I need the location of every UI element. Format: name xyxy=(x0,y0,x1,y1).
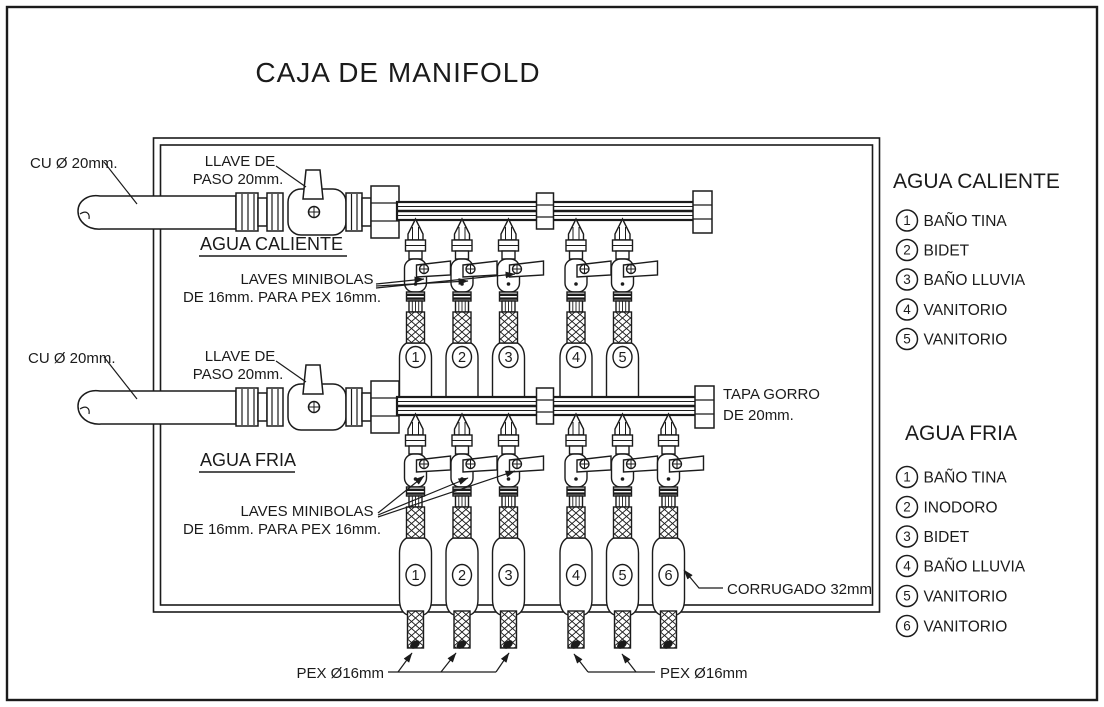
hot-minivalve-label-line1: LAVES MINIBOLAS xyxy=(240,271,373,288)
hot-annotations: CU Ø 20mm. LLAVE DE PASO 20mm. AGUA CALI… xyxy=(30,153,516,306)
sheet-border xyxy=(5,5,1099,702)
legend-item: 5 VANITORIO xyxy=(895,584,1008,608)
legend-item-label: BAÑO LLUVIA xyxy=(924,272,1026,289)
hot-header-label: AGUA CALIENTE xyxy=(200,234,343,254)
legend-item: 3 BIDET xyxy=(895,525,970,548)
cap-label-line2: DE 20mm. xyxy=(723,407,794,424)
hot-outlet-number: 1 xyxy=(411,350,419,366)
legend-hot-heading: AGUA CALIENTE xyxy=(893,170,1060,193)
cold-supply-pipe-label: CU Ø 20mm. xyxy=(28,350,116,367)
hot-minivalve-label-line2: DE 16mm. PARA PEX 16mm. xyxy=(183,289,381,306)
hot-manifold: 1 2 3 4 5 xyxy=(77,169,713,398)
legend-item-number: 1 xyxy=(903,213,911,228)
hot-outlet-4: 4 xyxy=(559,218,612,398)
pex-annotations: PEX Ø16mm PEX Ø16mm xyxy=(296,652,748,682)
legend-item-label: BAÑO TINA xyxy=(924,213,1008,230)
hot-outlet-number: 5 xyxy=(618,350,626,366)
cold-minivalve-label-line2: DE 16mm. PARA PEX 16mm. xyxy=(183,521,381,538)
legend-item-number: 3 xyxy=(903,272,911,287)
cold-header-label: AGUA FRIA xyxy=(200,450,296,470)
hot-outlet-5: 5 xyxy=(605,218,659,398)
legend-item-label: BAÑO TINA xyxy=(924,470,1008,487)
cold-shutoff-label-line2: PASO 20mm. xyxy=(193,366,284,383)
legend-item: 5 VANITORIO xyxy=(895,327,1008,351)
cold-outlet-number: 5 xyxy=(618,568,626,584)
legend-item-label: VANITORIO xyxy=(924,302,1008,319)
hot-bar-end-cap xyxy=(692,190,713,234)
cold-minivalve-leaders xyxy=(377,470,516,518)
hot-outlet-number: 3 xyxy=(504,350,512,366)
legend-item-number: 2 xyxy=(903,500,911,515)
legend-hot: AGUA CALIENTE 1 BAÑO TINA 2 BIDET 3 BAÑO… xyxy=(893,170,1060,351)
legend-item-label: BIDET xyxy=(924,529,970,546)
legend-item-number: 4 xyxy=(903,559,911,574)
cold-outlet-number: 3 xyxy=(504,568,512,584)
legend-item-number: 3 xyxy=(903,529,911,544)
legend-item: 4 BAÑO LLUVIA xyxy=(895,554,1026,578)
cold-outlet-1: 1 xyxy=(398,413,452,652)
legend-item-label: VANITORIO xyxy=(924,332,1008,349)
legend-item-label: VANITORIO xyxy=(924,589,1008,606)
hot-supply-pipe-label: CU Ø 20mm. xyxy=(30,155,118,172)
cold-outlet-5: 5 xyxy=(605,413,659,652)
legend-cold: AGUA FRIA 1 BAÑO TINA 2 INODORO 3 BIDET … xyxy=(895,422,1026,638)
corrugated-label: CORRUGADO 32mm xyxy=(727,581,872,598)
cold-outlet-6: 6 xyxy=(651,413,705,652)
cold-outlet-2: 2 xyxy=(445,413,498,652)
hot-outlet-number: 4 xyxy=(572,350,580,366)
cold-manifold: 1 2 3 4 5 6 xyxy=(77,364,715,652)
cold-outlet-3: 3 xyxy=(491,413,545,652)
cold-bar-end-cap xyxy=(694,385,715,429)
legend-item: 6 VANITORIO xyxy=(895,614,1008,638)
legend-item: 2 INODORO xyxy=(895,495,998,519)
cold-shutoff-label-line1: LLAVE DE xyxy=(205,348,276,365)
hot-shutoff-label-line2: PASO 20mm. xyxy=(193,171,284,188)
hot-outlet-3: 3 xyxy=(491,218,545,398)
legend-item: 1 BAÑO TINA xyxy=(895,465,1008,489)
legend-item-number: 5 xyxy=(903,589,911,604)
pex-label-right: PEX Ø16mm xyxy=(660,665,748,682)
legend-item: 3 BAÑO LLUVIA xyxy=(895,268,1026,291)
hot-outlet-number: 2 xyxy=(458,350,466,366)
cold-outlet-number: 2 xyxy=(458,568,466,584)
legend-item: 2 BIDET xyxy=(895,238,970,262)
legend-item-label: BAÑO LLUVIA xyxy=(924,559,1026,576)
hot-outlet-1: 1 xyxy=(398,218,452,398)
hot-outlet-2: 2 xyxy=(445,218,498,398)
legend-item: 4 VANITORIO xyxy=(895,298,1008,321)
cold-outlet-number: 1 xyxy=(411,568,419,584)
legend-item-number: 4 xyxy=(903,302,911,317)
cap-label-line1: TAPA GORRO xyxy=(723,386,820,403)
legend-cold-heading: AGUA FRIA xyxy=(905,422,1017,445)
legend-item-label: INODORO xyxy=(924,500,998,517)
cold-outlet-4: 4 xyxy=(559,413,612,652)
legend-item-label: BIDET xyxy=(924,243,970,260)
cold-minivalve-label-line1: LAVES MINIBOLAS xyxy=(240,503,373,520)
page-title: CAJA DE MANIFOLD xyxy=(255,57,540,88)
legend-item-number: 2 xyxy=(903,243,911,258)
hot-bar-union xyxy=(535,192,555,230)
hot-shutoff-label-line1: LLAVE DE xyxy=(205,153,276,170)
cold-outlet-number: 4 xyxy=(572,568,580,584)
hot-minivalve-leaders xyxy=(375,271,516,289)
pex-label-left: PEX Ø16mm xyxy=(296,665,384,682)
cold-outlet-number: 6 xyxy=(664,568,672,584)
legend-item-number: 6 xyxy=(903,619,911,634)
legend-item-number: 1 xyxy=(903,470,911,485)
legend-item-number: 5 xyxy=(903,332,911,347)
cold-annotations: CU Ø 20mm. LLAVE DE PASO 20mm. AGUA FRIA… xyxy=(28,348,872,598)
legend-item: 1 BAÑO TINA xyxy=(895,209,1008,232)
legend-item-label: VANITORIO xyxy=(924,619,1008,636)
cold-bar-union xyxy=(535,387,555,425)
